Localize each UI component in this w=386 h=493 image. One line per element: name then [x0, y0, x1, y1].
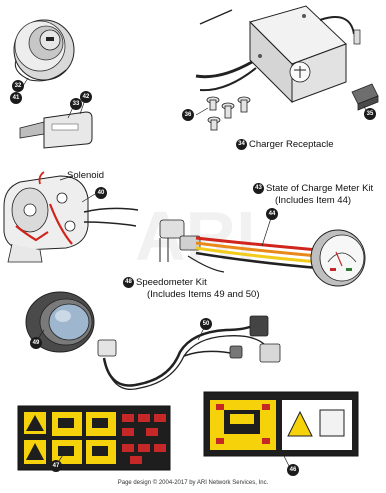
svg-text:44: 44: [269, 211, 276, 217]
callout-32: 32: [12, 80, 24, 92]
solenoid-label: Solenoid: [67, 170, 104, 181]
callout-47: 47: [50, 460, 62, 472]
callout-44: 44: [266, 208, 278, 220]
svg-text:50: 50: [203, 321, 210, 327]
svg-text:40: 40: [98, 190, 105, 196]
speedometer-line2: (Includes Items 49 and 50): [147, 289, 260, 300]
charger-receptacle-part[interactable]: [195, 5, 361, 104]
callout-43: 43: [253, 183, 264, 194]
svg-text:33: 33: [73, 101, 80, 107]
state-of-charge-line2: (Includes Item 44): [275, 195, 352, 206]
speedometer-harness-part[interactable]: [97, 315, 281, 390]
svg-text:32: 32: [15, 83, 22, 89]
svg-text:42: 42: [83, 94, 90, 100]
speedometer-part[interactable]: [25, 291, 95, 353]
receptacle-boot-part[interactable]: [351, 83, 379, 111]
svg-text:46: 46: [290, 467, 297, 473]
charger-receptacle-text: Charger Receptacle: [249, 139, 334, 151]
state-of-charge-line1: State of Charge Meter Kit: [266, 183, 374, 195]
copyright-footer: Page design © 2004-2017 by ARI Network S…: [117, 480, 269, 486]
speedometer-line1: Speedometer Kit: [136, 277, 207, 289]
svg-text:36: 36: [185, 112, 192, 118]
callout-42: 42: [80, 91, 92, 103]
screws-part[interactable]: [206, 96, 251, 131]
svg-text:35: 35: [367, 111, 374, 117]
callout-33: 33: [70, 98, 82, 110]
decal-46[interactable]: [203, 391, 359, 457]
callout-40: 40: [95, 187, 107, 199]
decal-sheet-47[interactable]: [17, 405, 171, 471]
callout-50: 50: [200, 318, 212, 330]
callout-36: 36: [182, 109, 194, 121]
callout-41: 41: [10, 92, 22, 104]
callout-49: 49: [30, 337, 42, 349]
state-of-charge-meter-part[interactable]: [159, 219, 366, 287]
callout-46: 46: [287, 464, 299, 476]
svg-text:41: 41: [13, 95, 20, 101]
svg-text:49: 49: [33, 340, 40, 346]
key-switch-part[interactable]: [13, 19, 75, 82]
solenoid-part[interactable]: [3, 171, 139, 263]
svg-text:47: 47: [53, 463, 60, 469]
callout-35: 35: [364, 108, 376, 120]
ignition-key-part[interactable]: [19, 111, 93, 149]
callout-48: 48: [123, 277, 134, 288]
callout-34: 34: [236, 139, 247, 150]
